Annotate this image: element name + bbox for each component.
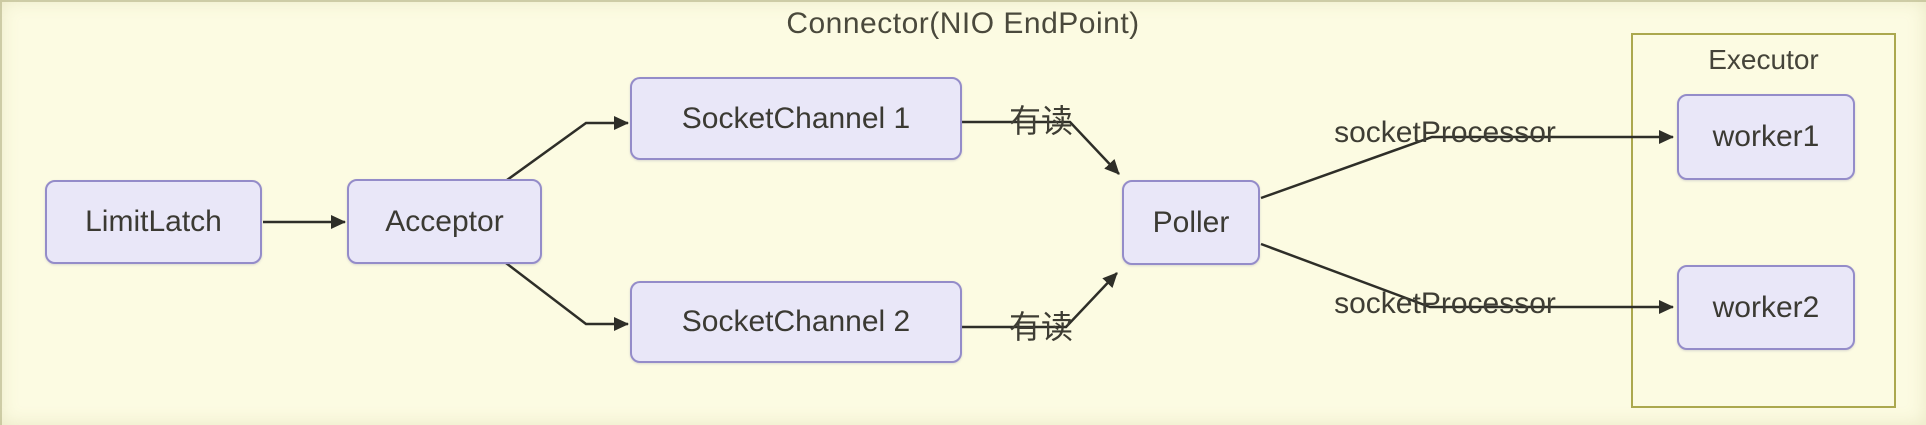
diagram-title: Connector(NIO EndPoint) bbox=[786, 7, 1140, 40]
node-socketchannel2-label: SocketChannel 2 bbox=[681, 305, 911, 338]
edge-acceptor-socketchannel2 bbox=[505, 262, 629, 331]
node-socketchannel1: SocketChannel 1 bbox=[630, 77, 962, 160]
edge-label-readable-1: 有读 bbox=[1008, 103, 1074, 139]
edge-label-readable-2: 有读 bbox=[1008, 309, 1074, 345]
node-acceptor-label: Acceptor bbox=[385, 204, 504, 238]
edge-acceptor-socketchannel1 bbox=[506, 116, 629, 182]
node-poller: Poller bbox=[1122, 180, 1260, 265]
node-worker2-label: worker2 bbox=[1712, 290, 1820, 324]
node-poller-label: Poller bbox=[1152, 205, 1230, 239]
node-worker1-label: worker1 bbox=[1712, 120, 1820, 153]
node-socketchannel2: SocketChannel 2 bbox=[630, 281, 962, 363]
node-acceptor: Acceptor bbox=[347, 179, 542, 264]
node-worker2: worker2 bbox=[1677, 265, 1855, 350]
executor-group: Executor bbox=[1631, 33, 1896, 408]
executor-group-label: Executor bbox=[1708, 44, 1819, 75]
node-worker1: worker1 bbox=[1677, 94, 1855, 180]
edge-label-socketprocessor-2: socketProcessor bbox=[1334, 287, 1556, 320]
node-socketchannel1-label: SocketChannel 1 bbox=[681, 101, 911, 135]
node-limitlatch-label: LimitLatch bbox=[85, 205, 222, 238]
node-limitlatch: LimitLatch bbox=[45, 180, 262, 264]
edge-label-socketprocessor-1: socketProcessor bbox=[1334, 116, 1556, 149]
